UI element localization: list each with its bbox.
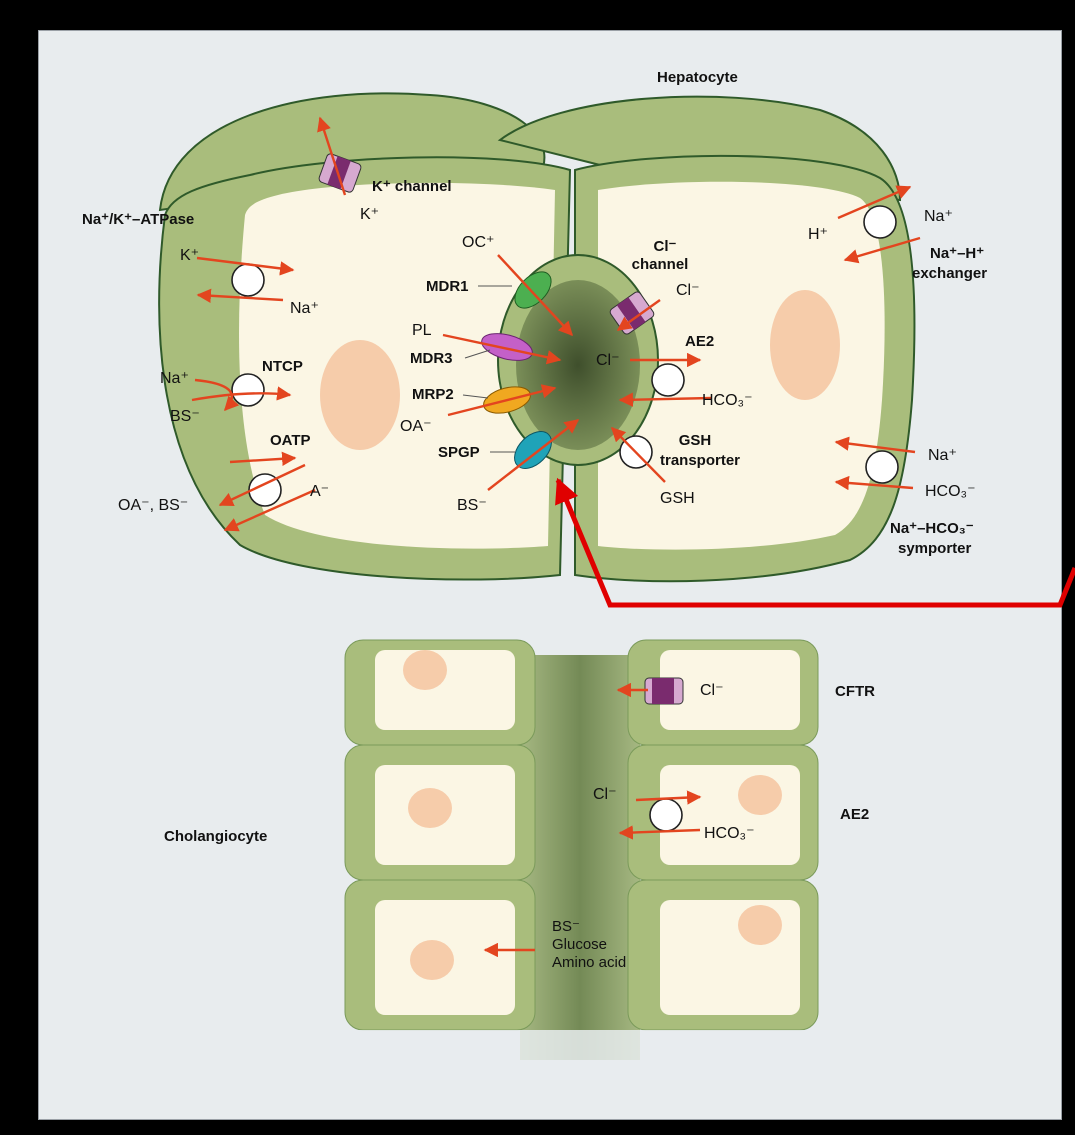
ae2-cholangiocyte-transporter — [650, 799, 682, 831]
nucleus-right — [770, 290, 840, 400]
label-na-k-atpase: Na⁺/K⁺–ATPase — [82, 211, 194, 229]
label-oatp-a: A⁻ — [310, 483, 329, 501]
label-oatp-oa-bs: OA⁻, BS⁻ — [118, 497, 188, 515]
label-bs-canal: BS⁻ — [457, 497, 487, 515]
nucleus-left — [320, 340, 400, 450]
cftr-channel — [645, 678, 683, 704]
label-ae2-chol: AE2 — [840, 806, 869, 824]
label-amino-acid: Amino acid — [552, 954, 626, 972]
label-oa: OA⁻ — [400, 418, 432, 436]
label-hco3-chol: HCO₃⁻ — [704, 825, 755, 843]
label-cftr: CFTR — [835, 683, 875, 701]
label-cl-in-channel: Cl⁻ — [676, 282, 700, 300]
label-cftr-cl: Cl⁻ — [700, 682, 724, 700]
label-ntcp: NTCP — [262, 358, 303, 376]
label-na-h-exchanger-2: exchanger — [912, 265, 987, 283]
label-na-symp: Na⁺ — [928, 447, 957, 465]
label-gsh: GSH — [660, 490, 695, 508]
label-cl-ae2: Cl⁻ — [596, 352, 620, 370]
label-bs-chol: BS⁻ — [552, 918, 580, 936]
label-ntcp-na: Na⁺ — [160, 370, 189, 388]
label-gsh-transporter-2: transporter — [660, 452, 740, 470]
na-k-atpase-transporter — [232, 264, 264, 296]
label-oc: OC⁺ — [462, 234, 494, 252]
label-cl-chol: Cl⁻ — [593, 786, 617, 804]
label-ae2: AE2 — [685, 333, 714, 351]
label-na-exch: Na⁺ — [924, 208, 953, 226]
label-hco3-ae2: HCO₃⁻ — [702, 392, 753, 410]
label-cl-channel-1: Cl⁻ — [630, 238, 700, 256]
ntcp-transporter — [232, 374, 264, 406]
label-glucose: Glucose — [552, 936, 607, 954]
title-hepatocyte: Hepatocyte — [657, 69, 738, 87]
label-ntcp-bs: BS⁻ — [170, 408, 200, 426]
label-na-out: Na⁺ — [290, 300, 319, 318]
label-k-in: K⁺ — [180, 247, 199, 265]
label-h-plus: H⁺ — [808, 226, 828, 244]
label-pl: PL — [412, 322, 432, 340]
label-hco3-symp: HCO₃⁻ — [925, 483, 976, 501]
label-mdr1: MDR1 — [426, 278, 469, 296]
label-mrp2: MRP2 — [412, 386, 454, 404]
na-h-exchanger-transporter — [864, 206, 896, 238]
label-mdr3: MDR3 — [410, 350, 453, 368]
label-gsh-transporter-1: GSH — [655, 432, 735, 450]
label-cholangiocyte: Cholangiocyte — [164, 828, 267, 846]
label-na-hco3-symporter-1: Na⁺–HCO₃⁻ — [890, 520, 974, 538]
label-spgp: SPGP — [438, 444, 480, 462]
bile-duct-lumen — [520, 655, 640, 1060]
label-na-hco3-symporter-2: symporter — [898, 540, 971, 558]
ae2-transporter — [652, 364, 684, 396]
cholangiocytes-left — [345, 640, 535, 1030]
na-hco3-symporter-transporter — [866, 451, 898, 483]
label-oatp: OATP — [270, 432, 311, 450]
label-cl-channel-2: channel — [615, 256, 705, 274]
label-k-channel: K⁺ channel — [372, 178, 452, 196]
label-k-plus-top: K⁺ — [360, 206, 379, 224]
label-na-h-exchanger-1: Na⁺–H⁺ — [930, 245, 984, 263]
